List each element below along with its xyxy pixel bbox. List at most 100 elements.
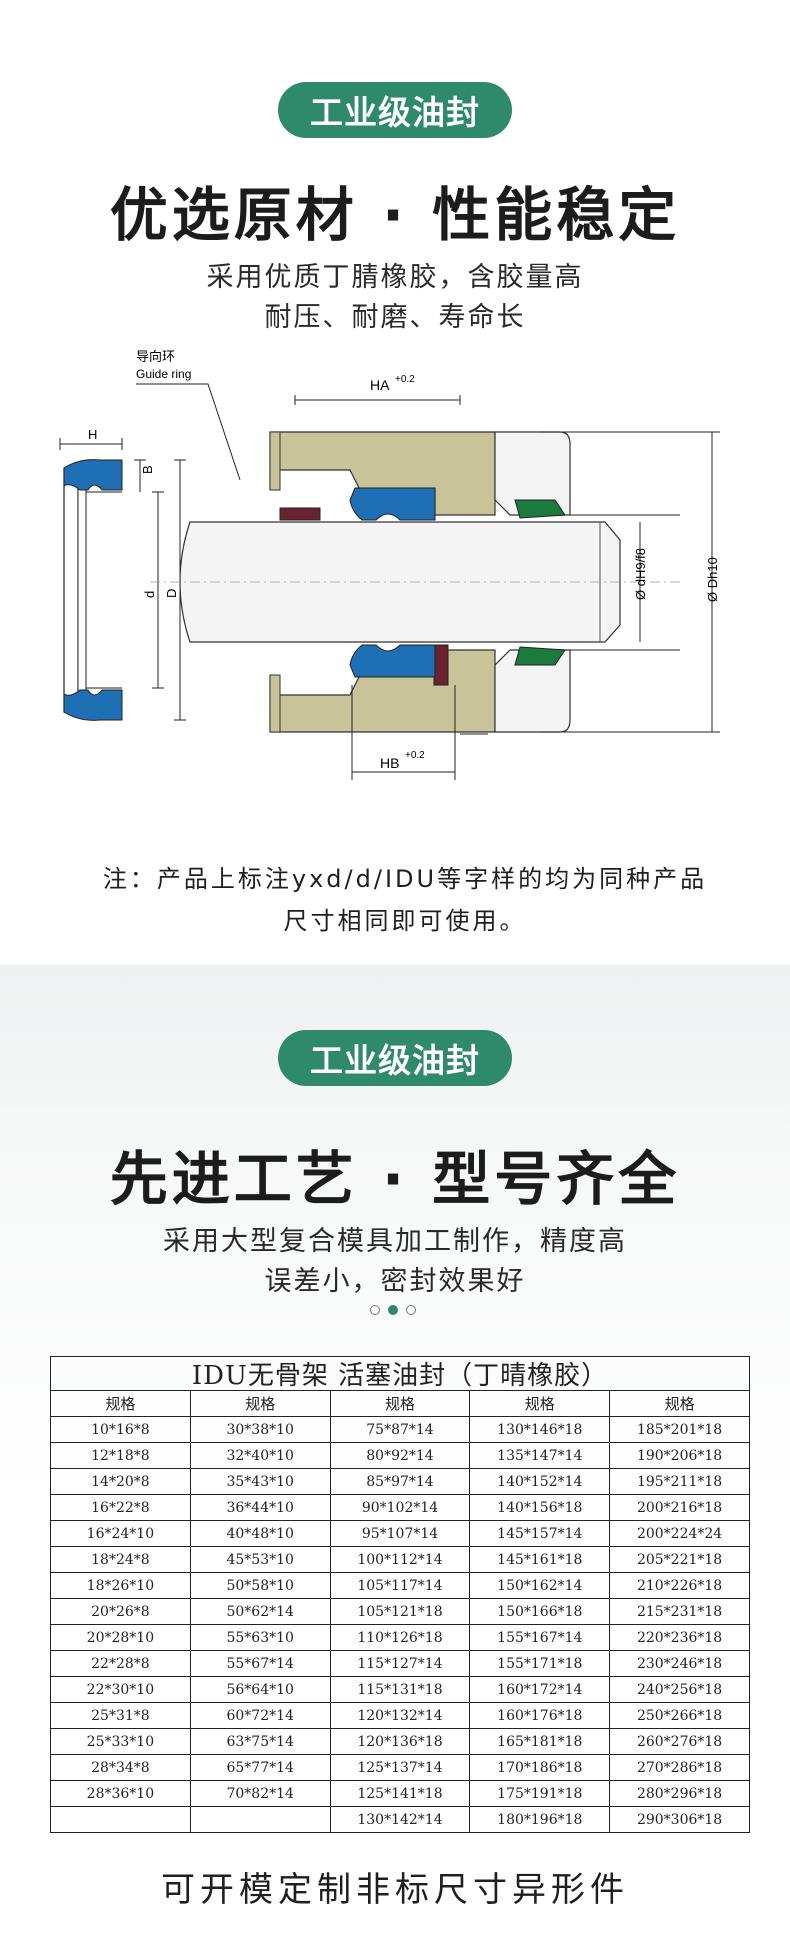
subtitle-line-1: 采用优质丁腈橡胶，含胶量高	[206, 262, 584, 293]
table-cell: 45*53*10	[189, 1546, 331, 1573]
subtitle-line-3: 采用大型复合模具加工制作，精度高	[163, 1226, 627, 1257]
table-cell: 28*34*8	[50, 1754, 191, 1781]
table-cell: 25*33*10	[50, 1728, 191, 1755]
label-Dh: Ø Dh10	[705, 557, 720, 602]
table-cell: 250*266*18	[609, 1702, 750, 1729]
label-B: B	[140, 465, 155, 474]
table-cell: 190*206*18	[609, 1442, 750, 1469]
carousel-dot-active[interactable]	[388, 1305, 398, 1315]
table-cell: 220*236*18	[609, 1624, 750, 1651]
label-H: H	[88, 427, 97, 442]
carousel-dot[interactable]	[370, 1305, 380, 1315]
table-cell: 230*246*18	[609, 1650, 750, 1677]
table-cell: 155*171*18	[469, 1650, 611, 1677]
note-line-2: 尺寸相同即可使用。	[283, 907, 527, 935]
table-cell: 22*28*8	[50, 1650, 191, 1677]
table-cell: 195*211*18	[609, 1468, 750, 1495]
table-cell: 280*296*18	[609, 1780, 750, 1807]
label-guide-ring-cn: 导向环	[136, 349, 175, 364]
table-cell: 18*26*10	[50, 1572, 191, 1599]
table-cell: 160*176*18	[469, 1702, 611, 1729]
table-cell: 63*75*14	[189, 1728, 331, 1755]
table-cell: 215*231*18	[609, 1598, 750, 1625]
table-cell: 240*256*18	[609, 1676, 750, 1703]
label-HB-tol: +0.2	[405, 750, 425, 761]
table-cell: 150*162*14	[469, 1572, 611, 1599]
table-cell: 56*64*10	[189, 1676, 331, 1703]
label-dH: Ø dH9/f8	[633, 548, 648, 600]
table-cell: 50*58*10	[189, 1572, 331, 1599]
table-cell: 150*166*18	[469, 1598, 611, 1625]
note-line-1: 注：产品上标注yxd/d/IDU等字样的均为同种产品	[102, 865, 708, 893]
table-cell: 135*147*14	[469, 1442, 611, 1469]
custom-order-footer: 可开模定制非标尺寸异形件	[161, 1870, 629, 1910]
table-cell: 200*216*18	[609, 1494, 750, 1521]
table-cell: 36*44*10	[189, 1494, 331, 1521]
badge-industrial-seal-2: 工业级油封	[278, 1030, 512, 1086]
table-cell: 12*18*8	[50, 1442, 191, 1469]
column-header: 规格	[469, 1390, 611, 1417]
table-cell: 10*16*8	[50, 1416, 191, 1443]
seal-profile-view: H B d D	[59, 427, 186, 721]
headline-craft: 先进工艺 · 型号齐全	[109, 1145, 681, 1213]
table-cell: 180*196*18	[469, 1806, 611, 1833]
column-header: 规格	[50, 1390, 191, 1417]
table-cell: 28*36*10	[50, 1780, 191, 1807]
label-HA-tol: +0.2	[395, 374, 415, 385]
table-cell: 290*306*18	[609, 1806, 750, 1833]
label-d: d	[142, 591, 157, 598]
carousel-dot[interactable]	[406, 1305, 416, 1315]
table-cell: 140*156*18	[469, 1494, 611, 1521]
table-cell: 260*276*18	[609, 1728, 750, 1755]
table-cell: 25*31*8	[50, 1702, 191, 1729]
label-D: D	[164, 589, 179, 598]
table-cell: 105*121*18	[329, 1598, 471, 1625]
table-cell: 270*286*18	[609, 1754, 750, 1781]
table-cell: 70*82*14	[189, 1780, 331, 1807]
table-cell: 65*77*14	[189, 1754, 331, 1781]
label-HB: HB	[380, 755, 399, 771]
table-cell: 160*172*14	[469, 1676, 611, 1703]
table-cell: 115*131*18	[329, 1676, 471, 1703]
table-cell: 125*137*14	[329, 1754, 471, 1781]
label-HA: HA	[370, 377, 390, 393]
table-cell: 145*157*14	[469, 1520, 611, 1547]
column-header: 规格	[609, 1390, 750, 1417]
table-cell: 185*201*18	[609, 1416, 750, 1443]
table-cell: 125*141*18	[329, 1780, 471, 1807]
table-cell: 55*67*14	[189, 1650, 331, 1677]
table-cell: 205*221*18	[609, 1546, 750, 1573]
seal-cross-section-diagram: H B d D 导向环 Guide ring	[59, 349, 720, 780]
table-cell: 105*117*14	[329, 1572, 471, 1599]
table-cell: 90*102*14	[329, 1494, 471, 1521]
table-cell: 85*97*14	[329, 1468, 471, 1495]
table-cell: 20*26*8	[50, 1598, 191, 1625]
table-cell: 170*186*18	[469, 1754, 611, 1781]
table-cell: 210*226*18	[609, 1572, 750, 1599]
table-cell: 145*161*18	[469, 1546, 611, 1573]
table-cell: 80*92*14	[329, 1442, 471, 1469]
table-cell: 120*132*14	[329, 1702, 471, 1729]
table-header-row: 规格 规格 规格 规格 规格	[50, 1390, 750, 1417]
table-cell	[50, 1806, 191, 1833]
table-cell: 14*20*8	[50, 1468, 191, 1495]
table-cell: 20*28*10	[50, 1624, 191, 1651]
table-cell: 95*107*14	[329, 1520, 471, 1547]
table-cell: 110*126*18	[329, 1624, 471, 1651]
table-cell: 200*224*24	[609, 1520, 750, 1547]
table-cell: 165*181*18	[469, 1728, 611, 1755]
subtitle-line-4: 误差小，密封效果好	[264, 1266, 526, 1297]
